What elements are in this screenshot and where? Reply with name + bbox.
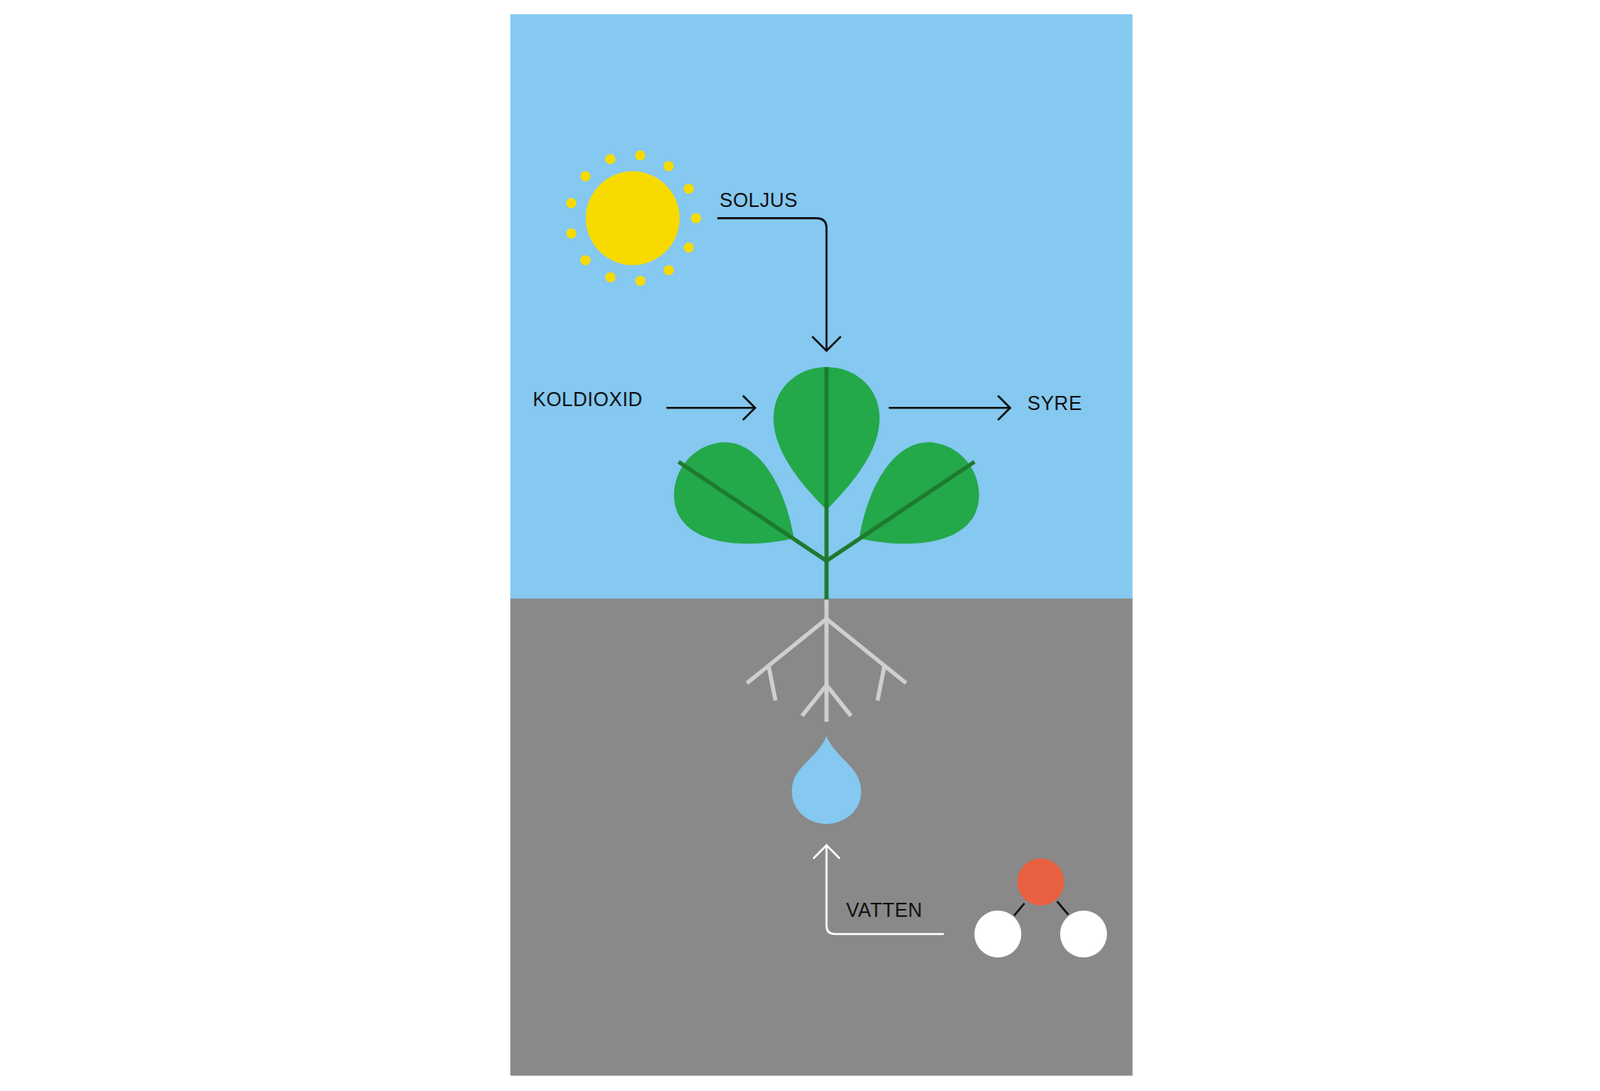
sun-ray-dot: [635, 150, 646, 161]
sun-ray-dot: [690, 213, 701, 224]
sky: [510, 14, 1133, 600]
water-label: VATTEN: [846, 900, 923, 922]
plant-leaves: [674, 367, 979, 600]
oxygen-label: SYRE: [1027, 392, 1083, 415]
sun-ray-dot: [566, 228, 577, 239]
sun-ray-dot: [683, 183, 694, 194]
water-arrow: [813, 845, 944, 935]
water-molecule: [974, 858, 1108, 958]
sun-ray-dot: [580, 171, 591, 182]
carbon-dioxide-label: KOLDIOXID: [532, 389, 643, 411]
water-drop: [792, 736, 862, 825]
sun: [566, 150, 702, 286]
sun-ray-dot: [605, 153, 616, 165]
ground: [510, 598, 1133, 1076]
roots: [746, 600, 907, 723]
sun-ray-dot: [663, 264, 674, 275]
sun-ray-dot: [663, 160, 674, 172]
sunlight-label: SOLJUS: [719, 189, 798, 212]
sun-ray-dot: [566, 198, 577, 209]
sun-ray-dot: [683, 242, 694, 253]
sun-ray-dot: [580, 255, 591, 266]
sun-ray-dot: [605, 272, 616, 283]
sun-ray-dot: [635, 275, 646, 286]
